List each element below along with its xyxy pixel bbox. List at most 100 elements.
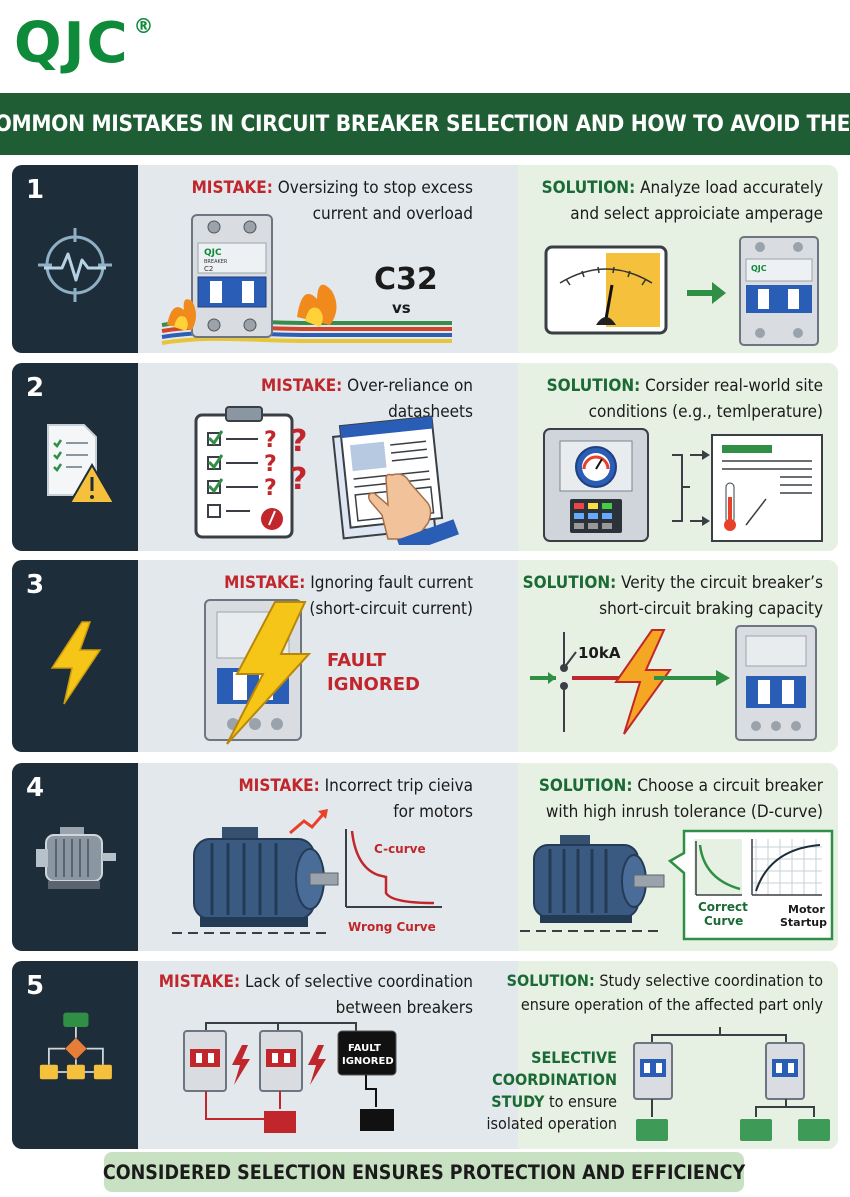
title-banner: COMMON MISTAKES IN CIRCUIT BREAKER SELEC… <box>0 93 850 155</box>
solution-text: SOLUTION: Choose a circuit breaker with … <box>539 773 823 825</box>
mistake-line-2: between breakers <box>335 998 473 1018</box>
brand-name: QJC <box>14 11 130 76</box>
row-number: 3 <box>26 570 45 600</box>
mistake-line-2: (short-circuit current) <box>309 599 473 619</box>
mistake-label: MISTAKE: <box>260 376 343 396</box>
solution-line-2: ensure operation of the affected part on… <box>520 995 823 1014</box>
c32-label: C32 <box>374 262 438 297</box>
lightning-bolt-icon <box>50 621 102 705</box>
footer-banner: CONSIDERED SELECTION ENSURES PROTECTION … <box>102 1152 746 1192</box>
solution-label: SOLUTION: <box>541 178 636 198</box>
vs-label: vs <box>392 299 411 317</box>
solution-breaker-brand: QJC <box>751 264 767 273</box>
mistake-line-2: for motors <box>393 802 473 822</box>
rating-label: 10kA <box>578 644 621 662</box>
site-conditions-illustration <box>543 428 823 542</box>
fault-box-line-1: FAULT <box>348 1043 381 1054</box>
solution-line-1: Verity the circuit breaker’s <box>621 573 823 593</box>
solution-text: SOLUTION: Analyze load accurately and se… <box>542 175 823 227</box>
correct-curve-line-1: Correct <box>698 900 748 914</box>
row-number: 4 <box>26 773 45 803</box>
mistake-label: MISTAKE: <box>158 972 241 992</box>
mistake-line-2: current and overload <box>312 204 473 224</box>
mistake-line-1: Incorrect trip cieiva <box>324 776 473 796</box>
sel-line-2: COORDINATION <box>492 1070 617 1089</box>
brand-logo: QJC ® <box>14 12 154 76</box>
clipboard-datasheet-illustration: ??? ?? <box>194 406 459 545</box>
coordinated-breakers-illustration <box>633 1027 830 1141</box>
solution-label: SOLUTION: <box>506 971 595 990</box>
row-number: 1 <box>26 175 45 205</box>
breaker-sub: BREAKER <box>204 259 228 265</box>
solution-label: SOLUTION: <box>522 573 617 593</box>
flowchart-icon <box>39 1012 112 1080</box>
svg-text:?: ? <box>264 428 277 453</box>
mistake-row-2: 2 MISTAKE: Over-reliance on datasheets S… <box>12 363 838 551</box>
mistake-label: MISTAKE: <box>238 776 320 796</box>
mistake-text: MISTAKE: Lack of selective coordination … <box>159 969 473 1021</box>
solution-text: SOLUTION: Study selective coordination t… <box>507 969 823 1017</box>
sel-line-1: SELECTIVE <box>531 1048 617 1067</box>
svg-text:?: ? <box>264 452 277 477</box>
mistake-label: MISTAKE: <box>191 178 273 198</box>
mistake-row-1: 1 MISTAKE: Oversizing to stop excess cur… <box>12 165 838 353</box>
fault-label: FAULT <box>327 650 387 671</box>
fault-box-line-2: IGNORED <box>342 1056 394 1067</box>
registered-mark: ® <box>133 14 154 38</box>
motor-icon <box>36 827 116 889</box>
no-coordination-illustration: FAULT IGNORED <box>183 1022 397 1133</box>
mistake-text: MISTAKE: Incorrect trip cieiva for motor… <box>238 773 473 825</box>
row-sidebar <box>12 165 138 353</box>
motor-startup-line-2: Startup <box>780 916 827 929</box>
mistake-text: MISTAKE: Over-reliance on datasheets <box>261 373 473 425</box>
mistake-row-5: 5 MISTAKE: Lack of selective coordinatio… <box>12 961 838 1149</box>
row-number: 5 <box>26 971 45 1001</box>
mistake-line-1: Oversizing to stop excess <box>277 178 473 198</box>
solution-line-2: short-circuit braking capacity <box>599 599 823 619</box>
solution-line-1: Analyze load accurately <box>640 178 823 198</box>
correct-curve-line-2: Curve <box>704 914 743 928</box>
mistake-line-1: Lack of selective coordination <box>244 972 473 992</box>
solution-text: SOLUTION: Corsider real-world site condi… <box>547 373 823 425</box>
row-number: 2 <box>26 373 45 403</box>
document-warning-icon <box>47 424 116 504</box>
solution-line-2: with high inrush tolerance (D-curve) <box>545 802 823 822</box>
mistake-line-1: Ignoring fault current <box>310 573 473 593</box>
solution-line-1: Study selective coordination to <box>599 971 823 990</box>
selective-coordination-note: SELECTIVE COORDINATION STUDY to ensure i… <box>452 1047 617 1135</box>
mistake-label: MISTAKE: <box>224 573 306 593</box>
correct-amperage-illustration: QJC <box>544 236 819 346</box>
svg-text:?: ? <box>264 476 277 501</box>
oversized-breaker-illustration: QJC BREAKER C2 C32 vs <box>161 214 452 345</box>
mistake-text: MISTAKE: Ignoring fault current (short-c… <box>224 570 473 622</box>
breaker-brand: QJC <box>204 248 222 258</box>
sel-line-3b: to ensure <box>544 1092 617 1111</box>
solution-line-2: and select approiciate amperage <box>570 204 823 224</box>
solution-label: SOLUTION: <box>538 776 633 796</box>
breaking-capacity-illustration: 10kA <box>530 625 817 741</box>
solution-line-1: Corsider real-world site <box>645 376 823 396</box>
mistake-text: MISTAKE: Oversizing to stop excess curre… <box>192 175 473 227</box>
svg-text:?: ? <box>290 424 307 459</box>
solution-line-2: conditions (e.g., temlperature) <box>588 402 823 422</box>
footer-text: CONSIDERED SELECTION ENSURES PROTECTION … <box>102 1160 746 1184</box>
c-curve-label: C-curve <box>374 842 426 856</box>
motor-startup-line-1: Motor <box>788 903 825 916</box>
breaker-rating: C2 <box>204 265 213 273</box>
wrong-curve-label: Wrong Curve <box>348 920 436 934</box>
svg-text:?: ? <box>290 462 307 497</box>
load-target-icon <box>38 228 112 302</box>
solution-line-1: Choose a circuit breaker <box>637 776 823 796</box>
page-title: COMMON MISTAKES IN CIRCUIT BREAKER SELEC… <box>0 111 850 137</box>
solution-label: SOLUTION: <box>546 376 641 396</box>
wrong-curve-illustration: C-curve Wrong Curve <box>172 809 442 934</box>
fault-ignored-illustration: FAULT IGNORED <box>204 599 420 745</box>
ignored-label: IGNORED <box>327 674 420 695</box>
mistake-row-3: 3 MISTAKE: Ignoring fault current (short… <box>12 560 838 752</box>
d-curve-illustration: Correct Curve Motor Startup <box>520 829 834 941</box>
mistake-line-1: Over-reliance on <box>347 376 473 396</box>
mistake-line-2: datasheets <box>388 402 473 422</box>
mistake-row-4: 4 MISTAKE: Incorrect trip cieiva for mot… <box>12 763 838 951</box>
sel-line-4: isolated operation <box>486 1114 617 1133</box>
solution-text: SOLUTION: Verity the circuit breaker’s s… <box>523 570 823 622</box>
